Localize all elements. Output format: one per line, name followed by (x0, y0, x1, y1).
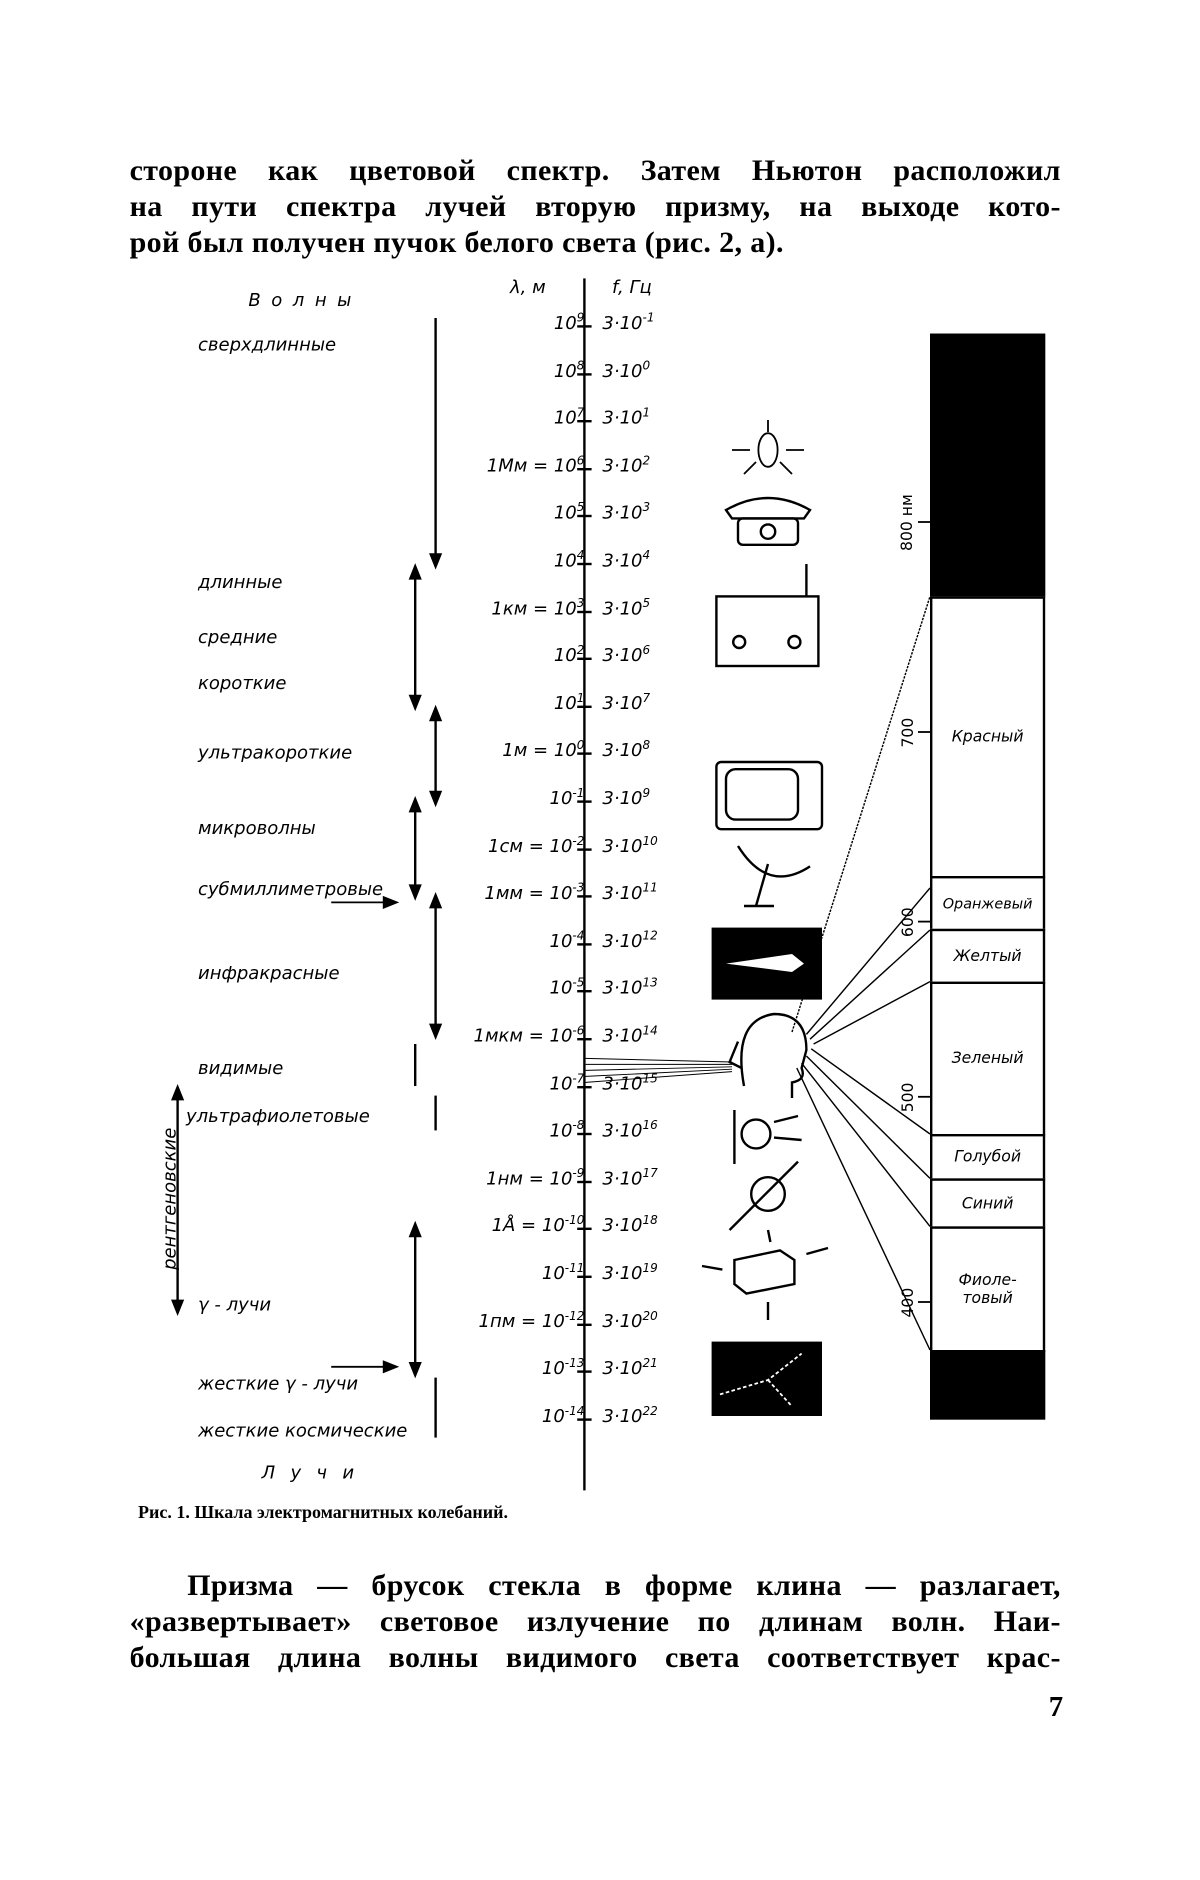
human-eye-head-icon (730, 1014, 807, 1098)
particle-tracks-icon (712, 1342, 822, 1416)
page-number: 7 (1049, 1692, 1063, 1724)
color-band-red: Красный (930, 596, 1045, 878)
color-band-orange: Оранжевый (930, 876, 1045, 931)
xray-tube-icon (730, 1162, 798, 1230)
bottom-paragraph: Призма — брусок стекла в форме клина — р… (130, 1568, 1061, 1676)
color-band-violet: Фиоле-товый (930, 1226, 1045, 1352)
radio-icon (716, 564, 818, 666)
radar-dish-icon (738, 846, 810, 906)
telephone-icon (726, 498, 810, 545)
nm-tick-label: 500 (900, 1083, 918, 1113)
color-band-yellow: Желтый (930, 929, 1045, 984)
figure-caption: Рис. 1. Шкала электромагнитных колебаний… (138, 1504, 508, 1524)
ultraviolet-region (930, 1350, 1045, 1420)
text-line: «развертывает» световое излучение по дли… (130, 1604, 1061, 1640)
crystal-icon (702, 1230, 828, 1320)
uv-lamp-icon (734, 1110, 801, 1164)
nm-tick-label: 800 нм (899, 494, 917, 551)
text-line: большая длина волны видимого света соотв… (130, 1640, 1061, 1676)
text-line: Призма — брусок стекла в форме клина — р… (130, 1568, 1061, 1604)
color-band-light-blue: Голубой (930, 1134, 1045, 1181)
infrared-region (930, 334, 1045, 598)
nm-tick-label: 600 (900, 907, 918, 937)
color-band-green: Зеленый (930, 982, 1045, 1137)
nm-tick-label: 700 (900, 718, 918, 748)
nm-tick-label: 400 (900, 1288, 918, 1318)
lamp-icon (732, 420, 804, 474)
color-band-blue: Синий (930, 1178, 1045, 1228)
television-icon (716, 762, 822, 829)
